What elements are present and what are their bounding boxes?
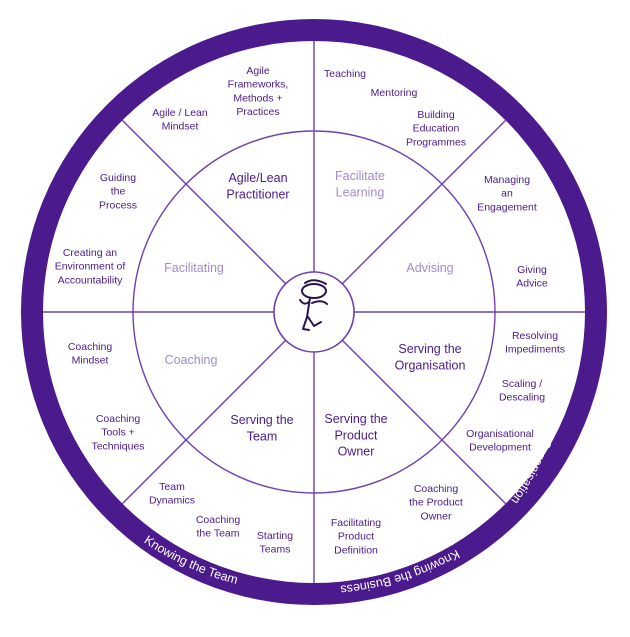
label-line: Product [334, 428, 378, 442]
label-line: Coaching [96, 413, 141, 425]
label-line: Managing [484, 174, 530, 186]
label-line: Owner [338, 445, 375, 459]
label-line: Practitioner [226, 187, 289, 201]
sector-spokes [43, 41, 585, 583]
label-line: Product [338, 531, 374, 543]
ring-label-top: Knowing Yourself [264, 62, 364, 80]
label-line: Team [159, 481, 185, 493]
label-line: Development [469, 442, 531, 454]
label-line: Mentoring [371, 87, 418, 99]
label-line: Coaching [165, 353, 218, 367]
label-line: Resolving [512, 330, 558, 342]
label-line: the Product [409, 497, 463, 509]
label-line: Organisation [395, 358, 466, 372]
label-line: Building [417, 109, 455, 121]
label-line: Creating an [63, 247, 117, 259]
label-line: Practices [236, 106, 279, 118]
label-line: Facilitating [331, 517, 381, 529]
label-line: Facilitate [335, 169, 385, 183]
spoke-bottom-left [121, 339, 287, 505]
label-line: Coaching [68, 341, 113, 353]
label-line: Coaching [196, 514, 241, 526]
skill-scaling-descaling: Scaling / Descaling [499, 378, 545, 404]
label-line: Serving the [398, 342, 461, 356]
label-line: Tools + [101, 427, 135, 439]
label-line: Team [247, 429, 278, 443]
label-line: Agile [246, 65, 270, 77]
label-line: Mindset [72, 355, 109, 367]
label-line: Dynamics [149, 495, 195, 507]
label-line: the [111, 186, 126, 198]
label-line: Definition [334, 544, 378, 556]
inner-label-coaching: Coaching [165, 353, 218, 367]
label-line: Education [413, 123, 460, 135]
label-line: Starting [257, 530, 293, 542]
label-line: Engagement [477, 201, 537, 213]
label-line: Agile / Lean [152, 107, 208, 119]
label-line: Learning [336, 185, 385, 199]
inner-label-facilitating: Facilitating [164, 261, 224, 275]
label-line: the Team [197, 528, 240, 540]
label-line: Owner [421, 510, 452, 522]
label-line: Teaching [324, 68, 366, 80]
label-line: Programmes [406, 136, 466, 148]
label-line: Advising [406, 261, 453, 275]
label-line: Facilitating [164, 261, 224, 275]
inner-label-advising: Advising [406, 261, 453, 275]
center-hub [273, 271, 355, 353]
label-line: Serving the [230, 413, 293, 427]
skill-coaching-the-team: Coaching the Team [196, 514, 241, 540]
label-line: Organisational [466, 428, 534, 440]
label-line: Giving [517, 264, 547, 276]
label-line: Guiding [100, 172, 136, 184]
label-line: Teams [260, 544, 291, 556]
label-line: Mindset [162, 121, 199, 133]
spoke-top-right [341, 119, 507, 285]
spoke-top-left [121, 119, 287, 285]
label-line: Advice [516, 278, 548, 290]
label-line: Techniques [91, 440, 144, 452]
label-line: an [501, 188, 513, 200]
label-line: Process [99, 199, 137, 211]
spoke-bottom-right [341, 339, 507, 505]
label-line: Serving the [324, 412, 387, 426]
label-line: Descaling [499, 392, 545, 404]
skill-teaching: Teaching [324, 68, 366, 80]
label-line: Methods + [233, 92, 282, 104]
label-line: Coaching [414, 483, 459, 495]
label-line: Agile/Lean [228, 171, 287, 185]
label-line: Frameworks, [228, 79, 289, 91]
label-line: Accountability [58, 274, 124, 286]
label-line: Scaling / [502, 378, 542, 390]
label-line: Impediments [505, 344, 565, 356]
label-line: Environment of [55, 261, 126, 273]
stick-figure-icon [299, 279, 328, 331]
skill-mentoring: Mentoring [371, 87, 418, 99]
